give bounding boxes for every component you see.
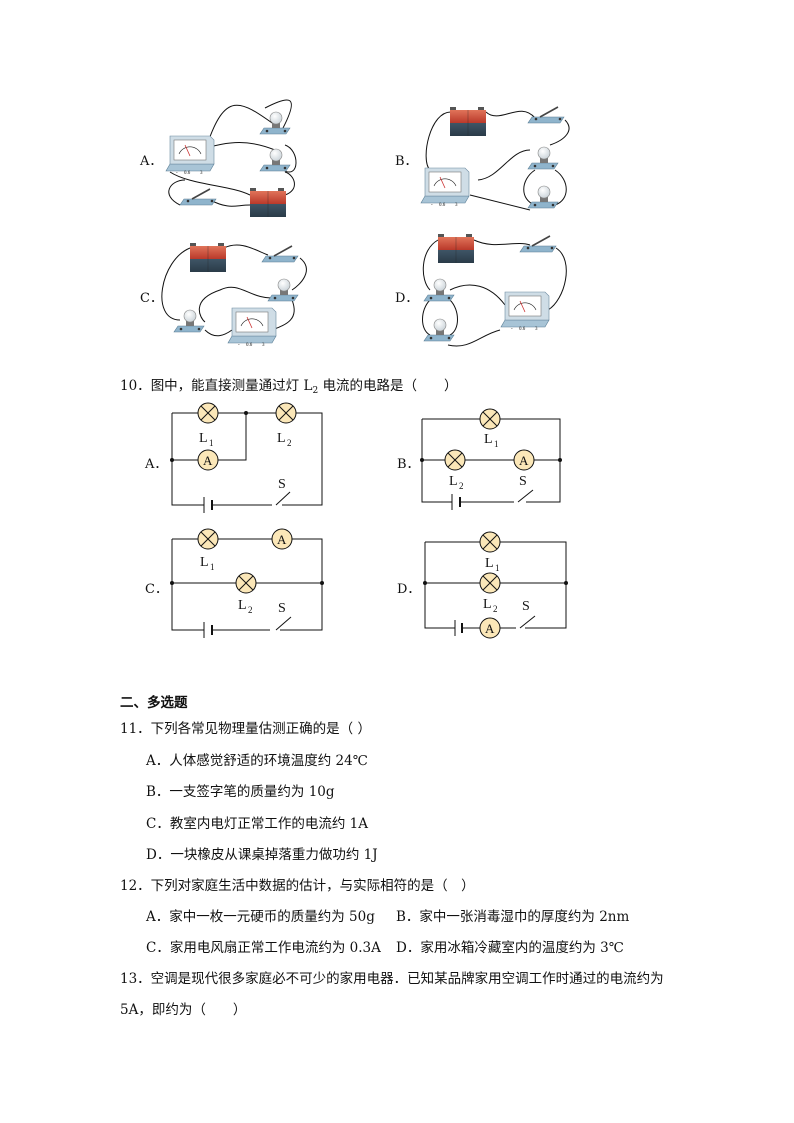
q10d-l1-sub: 1 — [495, 563, 500, 573]
q10b-switch-letter: S — [519, 474, 527, 489]
q10b-l1-letter: L — [484, 432, 493, 447]
q10a-l2-letter: L — [277, 431, 286, 446]
q10d-l1-letter: L — [485, 556, 494, 571]
q10-option-c-label: C． — [145, 582, 168, 597]
q10d-switch-letter: S — [522, 599, 530, 614]
q9-circuit-b — [420, 106, 570, 211]
q10c-lamp-l1 — [197, 528, 219, 550]
q10-circuit-b — [421, 418, 561, 510]
q13-stem-line1: 13．空调是现代很多家庭必不可少的家用电器．已知某品牌家用空调工作时通过的电流约… — [120, 971, 664, 987]
q10c-switch-letter: S — [278, 601, 286, 616]
q9-circuit-d — [422, 233, 567, 347]
q10c-l1-sub: 1 — [210, 562, 215, 572]
q9b-meter-mid: 0.6 — [439, 203, 446, 208]
q10a-lamp-l1 — [197, 402, 219, 424]
q9a-meter-max: 3 — [200, 171, 203, 176]
q10-stem-pre: 图中，能直接测量通过灯 L — [150, 378, 313, 394]
q10c-l2-sub: 2 — [248, 605, 253, 615]
q10-option-a-label: A． — [145, 457, 168, 472]
q11-option-c: C．教室内电灯正常工作的电流约 1A — [146, 816, 368, 832]
q9-physical-circuits: - 0.6 3 - 0.6 3 - 0.6 — [161, 99, 570, 348]
q11-option-d: D．一块橡皮从课桌掉落重力做功约 1J — [146, 847, 378, 863]
q9d-meter-max: 3 — [535, 327, 538, 332]
section-heading-multiple-choice: 二、多选题 — [120, 695, 188, 711]
q10b-ammeter-letter: A — [519, 453, 529, 468]
q10-option-d-label: D． — [397, 582, 421, 597]
q9-option-c-label: C． — [140, 291, 163, 306]
q9a-meter-minus: - — [176, 171, 178, 176]
q9-option-d-label: D． — [395, 291, 419, 306]
q10b-lamp-l1 — [479, 408, 501, 430]
q12-option-b: B．家中一张消毒湿巾的厚度约为 2nm — [396, 909, 630, 925]
q10c-lamp-l2 — [235, 572, 257, 594]
q13-stem-line2: 5A，即约为（ ） — [120, 1002, 247, 1018]
q10a-ammeter-letter: A — [203, 453, 213, 468]
q12-stem: 12．下列对家庭生活中数据的估计，与实际相符的是（ ） — [120, 878, 475, 894]
q9-option-a-label: A． — [140, 154, 163, 169]
q10c-l1-letter: L — [200, 555, 209, 570]
q9b-meter-minus: - — [431, 203, 433, 208]
q10a-switch-letter: S — [278, 477, 286, 492]
q9d-meter-minus: - — [511, 327, 513, 332]
q12-option-d: D．家用冰箱冷藏室内的温度约为 3℃ — [396, 940, 624, 956]
q10c-l2-letter: L — [238, 598, 247, 613]
q9a-meter-mid: 0.6 — [184, 171, 191, 176]
q11-option-b: B．一支签字笔的质量约为 10g — [146, 784, 335, 800]
q10b-l2-letter: L — [449, 474, 458, 489]
q10b-l2-sub: 2 — [459, 481, 464, 491]
q9-circuit-a — [165, 99, 297, 218]
q12-option-c: C．家用电风扇正常工作电流约为 0.3A — [146, 940, 381, 956]
q9c-meter-minus: - — [238, 343, 240, 348]
q10-circuit-c — [171, 538, 323, 638]
q9d-meter-mid: 0.6 — [519, 327, 526, 332]
q10a-l1-letter: L — [199, 431, 208, 446]
q10a-l1-sub: 1 — [209, 438, 214, 448]
q10d-l2-sub: 2 — [493, 604, 498, 614]
q9c-meter-max: 3 — [262, 343, 265, 348]
q9-circuit-c — [161, 242, 307, 344]
q10a-lamp-l2 — [275, 402, 297, 424]
q10-stem-post: 电流的电路是（ ） — [318, 378, 458, 394]
q9c-meter-mid: 0.6 — [246, 343, 253, 348]
q10d-l2-letter: L — [483, 597, 492, 612]
q10b-l1-sub: 1 — [494, 439, 499, 449]
q10c-ammeter-letter: A — [277, 532, 287, 547]
q10d-lamp-l2 — [479, 572, 501, 594]
q10-circuit-a — [171, 412, 323, 513]
q9-option-b-label: B． — [395, 154, 418, 169]
q10a-l2-sub: 2 — [287, 438, 292, 448]
q10-option-b-label: B． — [397, 457, 420, 472]
q11-option-a: A．人体感觉舒适的环境温度约 24℃ — [146, 753, 368, 769]
q10-stem-sub: 2 — [312, 386, 319, 396]
q10d-ammeter-letter: A — [485, 621, 495, 636]
q11-stem: 11．下列各常见物理量估测正确的是（ ） — [120, 721, 371, 737]
q10d-lamp-l1 — [479, 531, 501, 553]
q10-number: 10． — [120, 378, 151, 394]
q10-schematics: A L 1 L 2 S A L 1 L 2 S A L 1 L 2 S A L … — [170, 402, 568, 639]
q12-option-a: A．家中一枚一元硬币的质量约为 50g — [146, 909, 375, 925]
q10b-lamp-l2 — [444, 449, 466, 471]
q9b-meter-max: 3 — [455, 203, 458, 208]
q10-stem: 10．图中，能直接测量通过灯 L2 电流的电路是（ ） — [120, 374, 457, 396]
